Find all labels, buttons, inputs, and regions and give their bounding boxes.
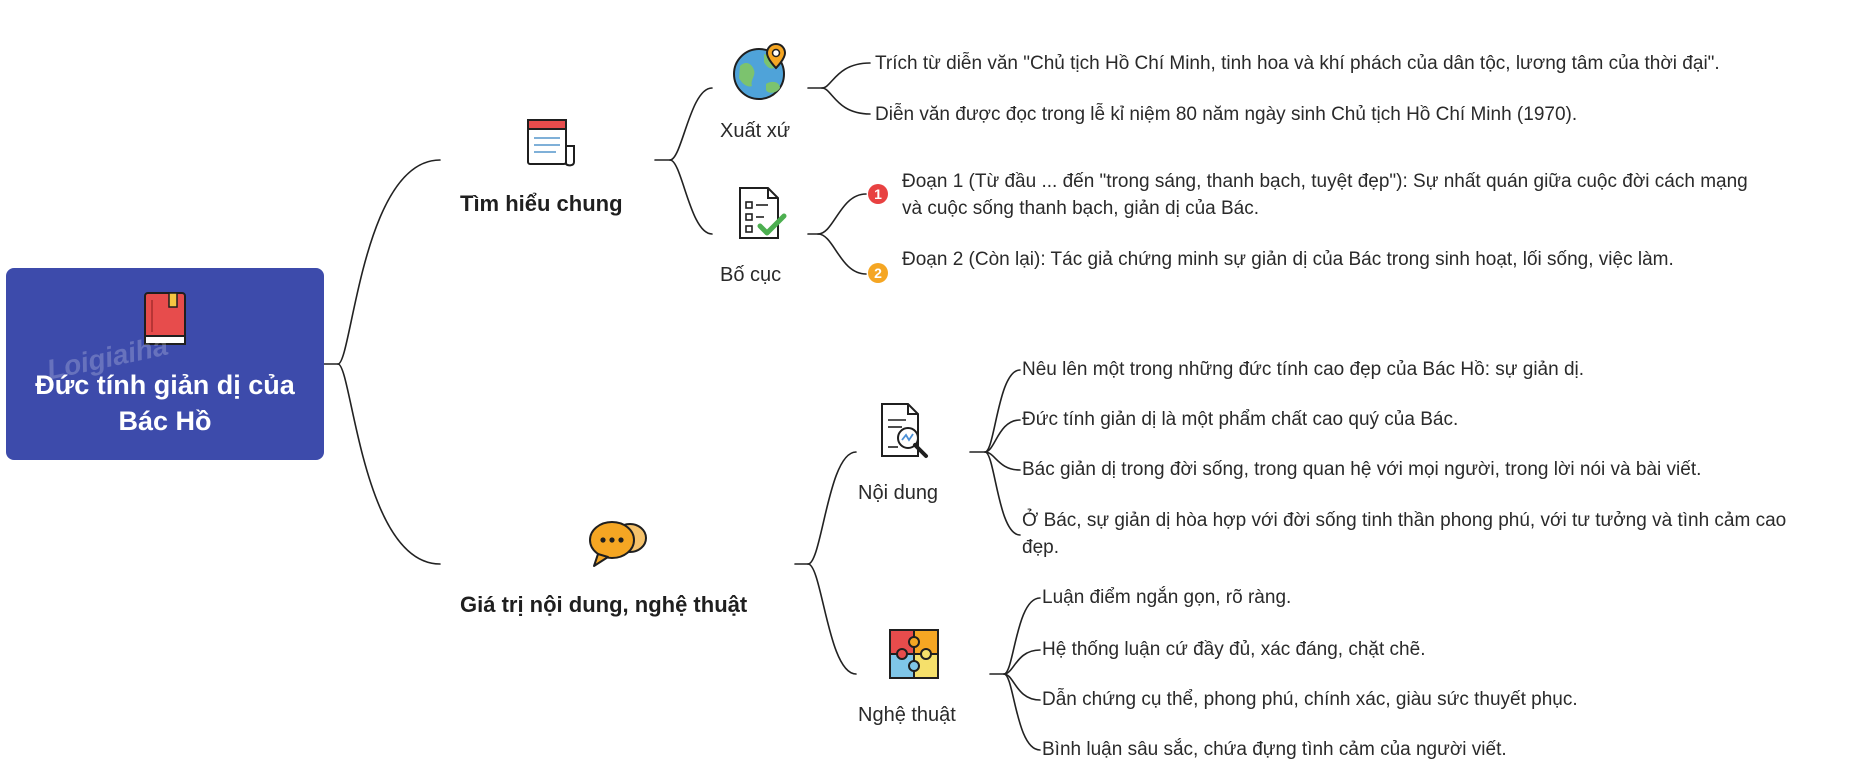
subtopic-origin[interactable]: Xuất xứ [720, 120, 791, 142]
content-item-2: Đức tính giản dị là một phẩm chất cao qu… [1022, 409, 1459, 430]
subtopic-art[interactable]: Nghệ thuật [858, 704, 956, 726]
document-magnifier-icon [876, 400, 932, 467]
badge-2-icon: 2 [868, 263, 888, 283]
art-item-1: Luận điểm ngắn gọn, rõ ràng. [1042, 587, 1292, 608]
subtopic-content[interactable]: Nội dung [858, 482, 939, 504]
subtopic-structure[interactable]: Bố cục [720, 264, 782, 286]
content-item-1: Nêu lên một trong những đức tính cao đẹp… [1022, 359, 1585, 380]
content-item-3: Bác giản dị trong đời sống, trong quan h… [1022, 459, 1702, 480]
notepad-icon [522, 114, 578, 175]
branch-content-art-value[interactable]: Giá trị nội dung, nghệ thuật [460, 592, 748, 617]
branch-general-overview[interactable]: Tìm hiểu chung [460, 191, 623, 216]
content-item-4: Ở Bác, sự giản dị hòa hợp với đời sống t… [1022, 510, 1787, 558]
art-item-4: Bình luận sâu sắc, chứa đựng tình cảm củ… [1042, 739, 1507, 760]
globe-location-pin-icon [730, 40, 792, 107]
root-node[interactable]: Đức tính giản dị của Bác Hồ [6, 268, 324, 460]
puzzle-icon [886, 626, 942, 687]
structure-item-1: Đoạn 1 (Từ đầu ... đến "trong sáng, than… [902, 171, 1748, 219]
art-item-3: Dẫn chứng cụ thể, phong phú, chính xác, … [1042, 689, 1578, 710]
origin-item-1: Trích từ diễn văn "Chủ tịch Hồ Chí Minh,… [875, 53, 1720, 74]
art-item-2: Hệ thống luận cứ đầy đủ, xác đáng, chặt … [1042, 639, 1426, 660]
chat-bubbles-icon [584, 514, 650, 575]
book-icon [142, 290, 188, 353]
structure-item-2: Đoạn 2 (Còn lại): Tác giả chứng minh sự … [902, 249, 1674, 270]
root-title: Đức tính giản dị của Bác Hồ [35, 369, 295, 436]
badge-1-icon: 1 [868, 184, 888, 204]
origin-item-2: Diễn văn được đọc trong lễ kỉ niệm 80 nă… [875, 104, 1578, 125]
checklist-icon [734, 184, 788, 247]
